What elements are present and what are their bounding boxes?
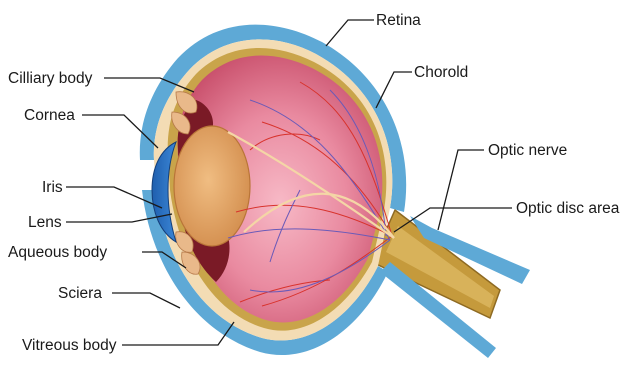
label-sclera: Sciera [58,285,102,302]
label-iris: Iris [42,179,63,196]
label-lens: Lens [28,214,62,231]
label-optic-disc-area: Optic disc area [516,200,620,217]
label-retina: Retina [376,12,421,29]
lens [174,126,250,246]
label-vitreous-body: Vitreous body [22,337,117,354]
label-choroid: Chorold [414,64,468,81]
label-cornea: Cornea [24,107,75,124]
label-aqueous-body: Aqueous body [8,244,107,261]
label-optic-nerve: Optic nerve [488,142,567,159]
label-ciliary-body: Cilliary body [8,70,93,87]
